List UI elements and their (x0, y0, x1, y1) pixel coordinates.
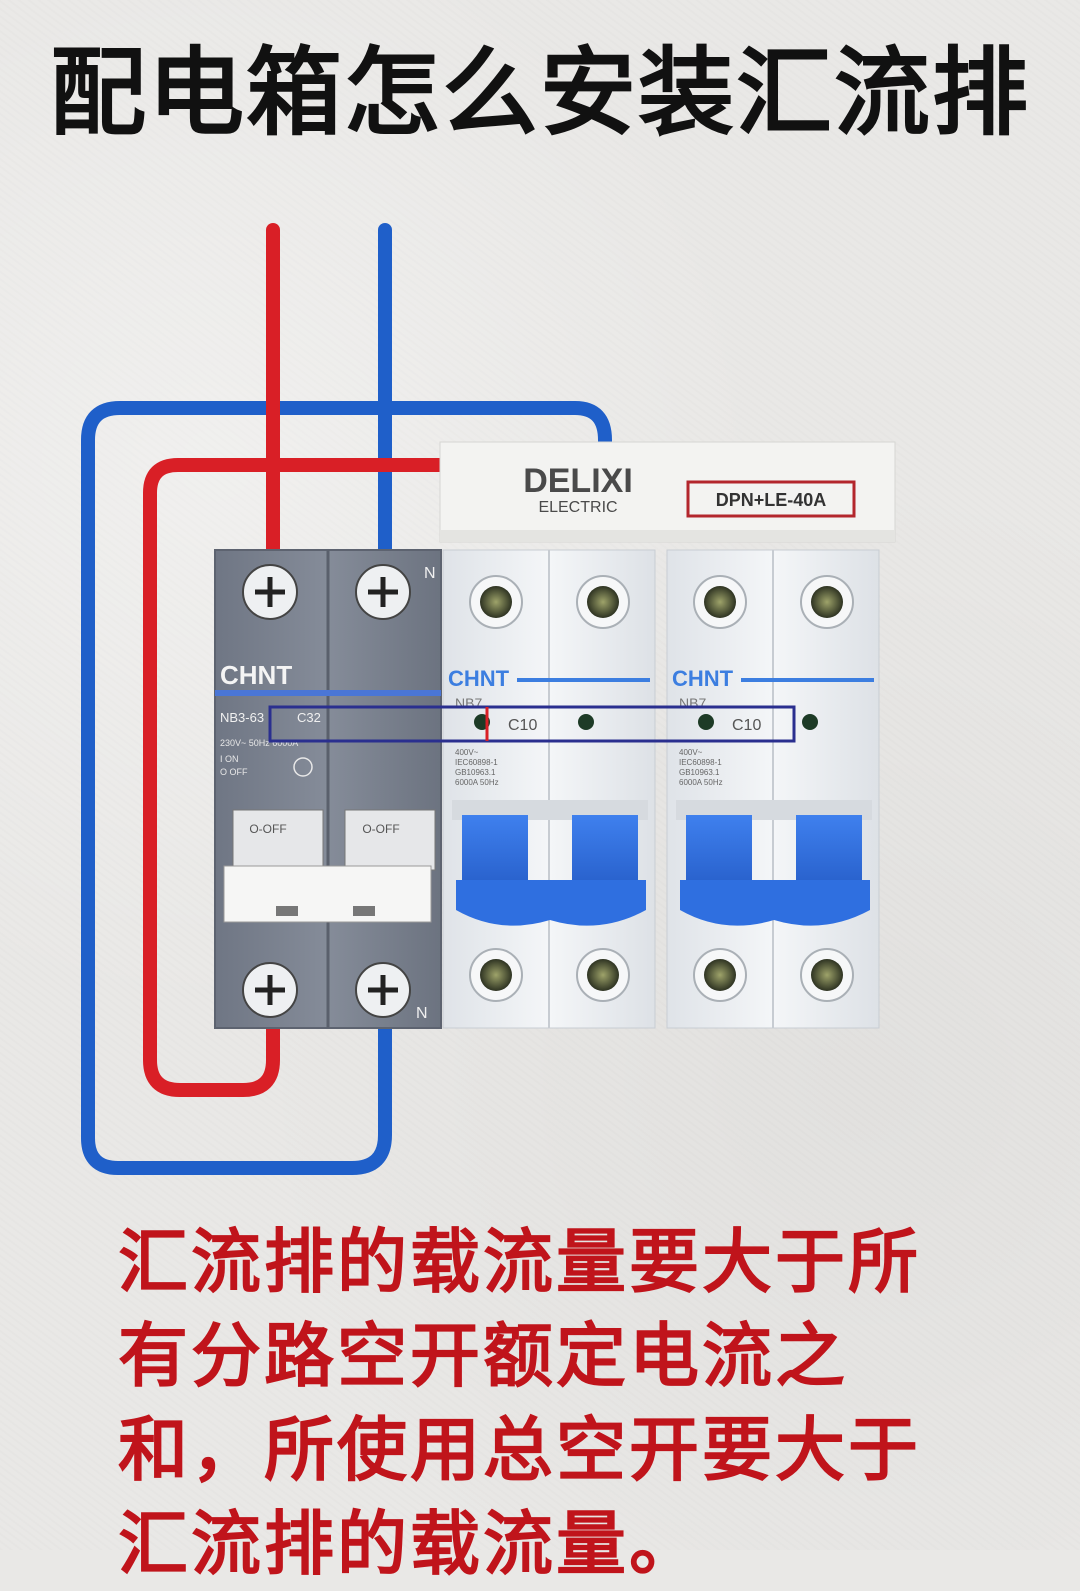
page-title: 配电箱怎么安装汇流排 (50, 37, 1030, 149)
busbar-model: DPN+LE-40A (716, 490, 827, 510)
branch2-spec-2: IEC60898-1 (679, 758, 722, 767)
main-breaker-terminal-bottom-right (355, 962, 411, 1018)
main-breaker-terminal-top-left (242, 564, 298, 620)
branch-breaker-2: CHNT NB7 C10 400V~ IEC60898-1 GB10963.1 … (666, 549, 880, 1029)
main-toggle-right-label: O-OFF (362, 822, 399, 836)
main-breaker-off-label: O OFF (220, 767, 248, 777)
neutral-mark-bottom: N (416, 1005, 428, 1022)
main-breaker-rating: C32 (297, 710, 321, 725)
branch1-brand: CHNT (448, 666, 510, 691)
main-breaker-toggle-handle (223, 865, 432, 923)
branch1-spec-4: 6000A 50Hz (455, 778, 499, 787)
branch2-spec-1: 400V~ (679, 748, 703, 757)
branch1-spec-3: GB10963.1 (455, 768, 496, 777)
branch2-brand: CHNT (672, 666, 734, 691)
branch2-spec-4: 6000A 50Hz (679, 778, 723, 787)
branch1-rating: C10 (508, 717, 537, 734)
branch1-spec-2: IEC60898-1 (455, 758, 498, 767)
branch2-model: NB7 (679, 695, 706, 711)
main-toggle-left-label: O-OFF (249, 822, 286, 836)
caption-text: 汇流排的载流量要大于所有分路空开额定电流之和，所使用总空开要大于汇流排的载流量。 (118, 1221, 921, 1585)
main-breaker-brand: CHNT (220, 660, 292, 690)
busbar-brand: DELIXI (523, 462, 633, 500)
busbar-sub-brand: ELECTRIC (538, 499, 617, 516)
busbar-module: DELIXI ELECTRIC DPN+LE-40A (439, 441, 896, 543)
main-toggle-left-window (232, 809, 324, 871)
rating-highlight-box (268, 705, 796, 743)
branch2-rating: C10 (732, 717, 761, 734)
main-breaker: N CHNT NB3-63 C32 230V~ 50Hz 6000A I ON … (214, 549, 442, 1029)
ccc-mark-icon (293, 757, 313, 777)
branch1-model: NB7 (455, 695, 482, 711)
wiring-diagram: DELIXI ELECTRIC DPN+LE-40A N CHNT NB3-63… (81, 223, 896, 1175)
main-toggle-right-window (344, 809, 436, 871)
main-breaker-terminal-top-right (355, 564, 411, 620)
branch2-spec-3: GB10963.1 (679, 768, 720, 777)
main-breaker-on-label: I ON (220, 754, 239, 764)
neutral-wire (81, 223, 612, 1175)
main-breaker-spec: 230V~ 50Hz 6000A (220, 738, 298, 748)
main-breaker-model: NB3-63 (220, 710, 264, 725)
branch-breaker-1: CHNT NB7 C10 400V~ IEC60898-1 GB10963.1 … (442, 549, 656, 1029)
busbar-model-box (686, 480, 856, 518)
neutral-mark-top: N (424, 565, 436, 582)
main-breaker-terminal-bottom-left (242, 962, 298, 1018)
branch1-spec-1: 400V~ (455, 748, 479, 757)
live-wire (143, 223, 452, 1097)
